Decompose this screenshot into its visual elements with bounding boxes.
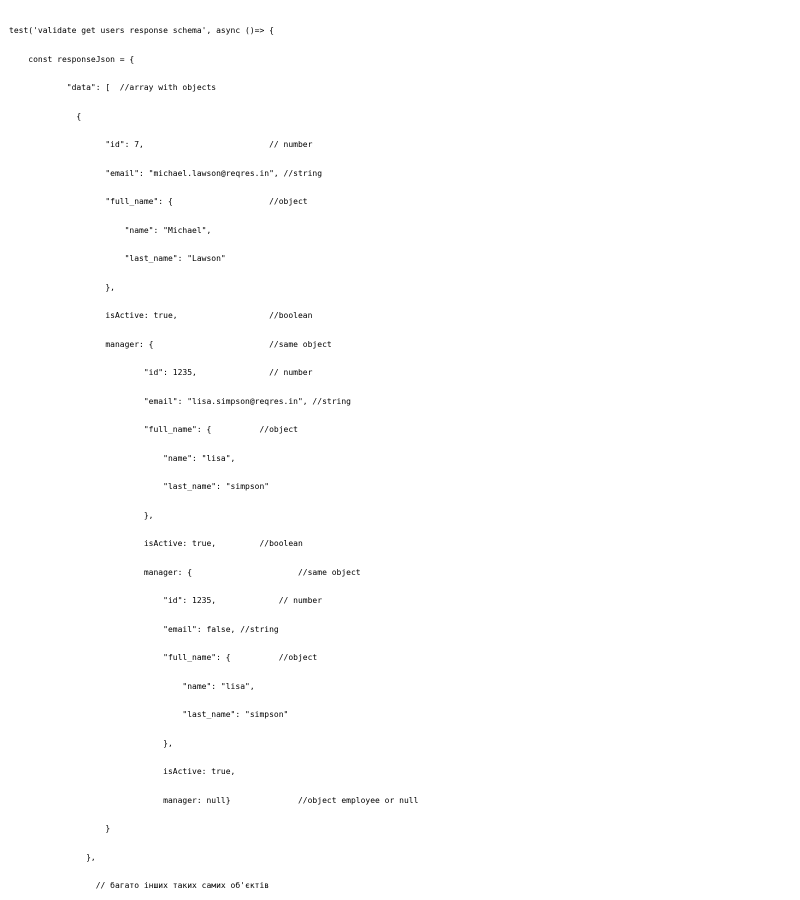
code-line: isActive: true, [9,767,236,776]
code-line: }, [9,282,115,292]
code-line: "email": false, //string [9,624,279,634]
code-line: "data": [ //array with objects [9,83,217,92]
code-line: "email": "michael.lawson@reqres.in", //s… [9,168,323,178]
code-line: "id": 1235, // number [9,368,313,377]
code-line: manager: { //same object [9,339,332,349]
code-line: "email": "lisa.simpson@reqres.in", //str… [9,396,351,406]
code-line: "name": "lisa", [9,681,255,691]
code-line: manager: null} //object employee or null [9,795,419,805]
code-line: "name": "lisa", [9,453,236,463]
code-line: "id": 1235, // number [9,596,323,605]
code-listing: test('validate get users response schema… [9,26,418,890]
code-line: "last_name": "Lawson" [9,254,226,263]
code-line: manager: { //same object [9,567,361,577]
code-line: "full_name": { //object [9,425,298,434]
code-line: "last_name": "simpson" [9,710,289,719]
code-line: const responseJson = { [9,54,135,64]
code-line: }, [9,738,173,748]
code-line: } [9,824,111,833]
code-line: isActive: true, //boolean [9,311,313,320]
code-line: }, [9,852,96,862]
code-line: }, [9,510,154,520]
code-line: "name": "Michael", [9,225,212,235]
code-line: // багато інших таких самих об'єктів [9,881,270,890]
code-line: { [9,111,82,121]
code-line: "full_name": { //object [9,653,318,662]
code-line: "last_name": "simpson" [9,482,270,491]
code-line: test('validate get users response schema… [9,26,274,35]
code-line: isActive: true, //boolean [9,539,303,548]
code-line: "id": 7, // number [9,140,313,149]
code-line: "full_name": { //object [9,197,308,206]
